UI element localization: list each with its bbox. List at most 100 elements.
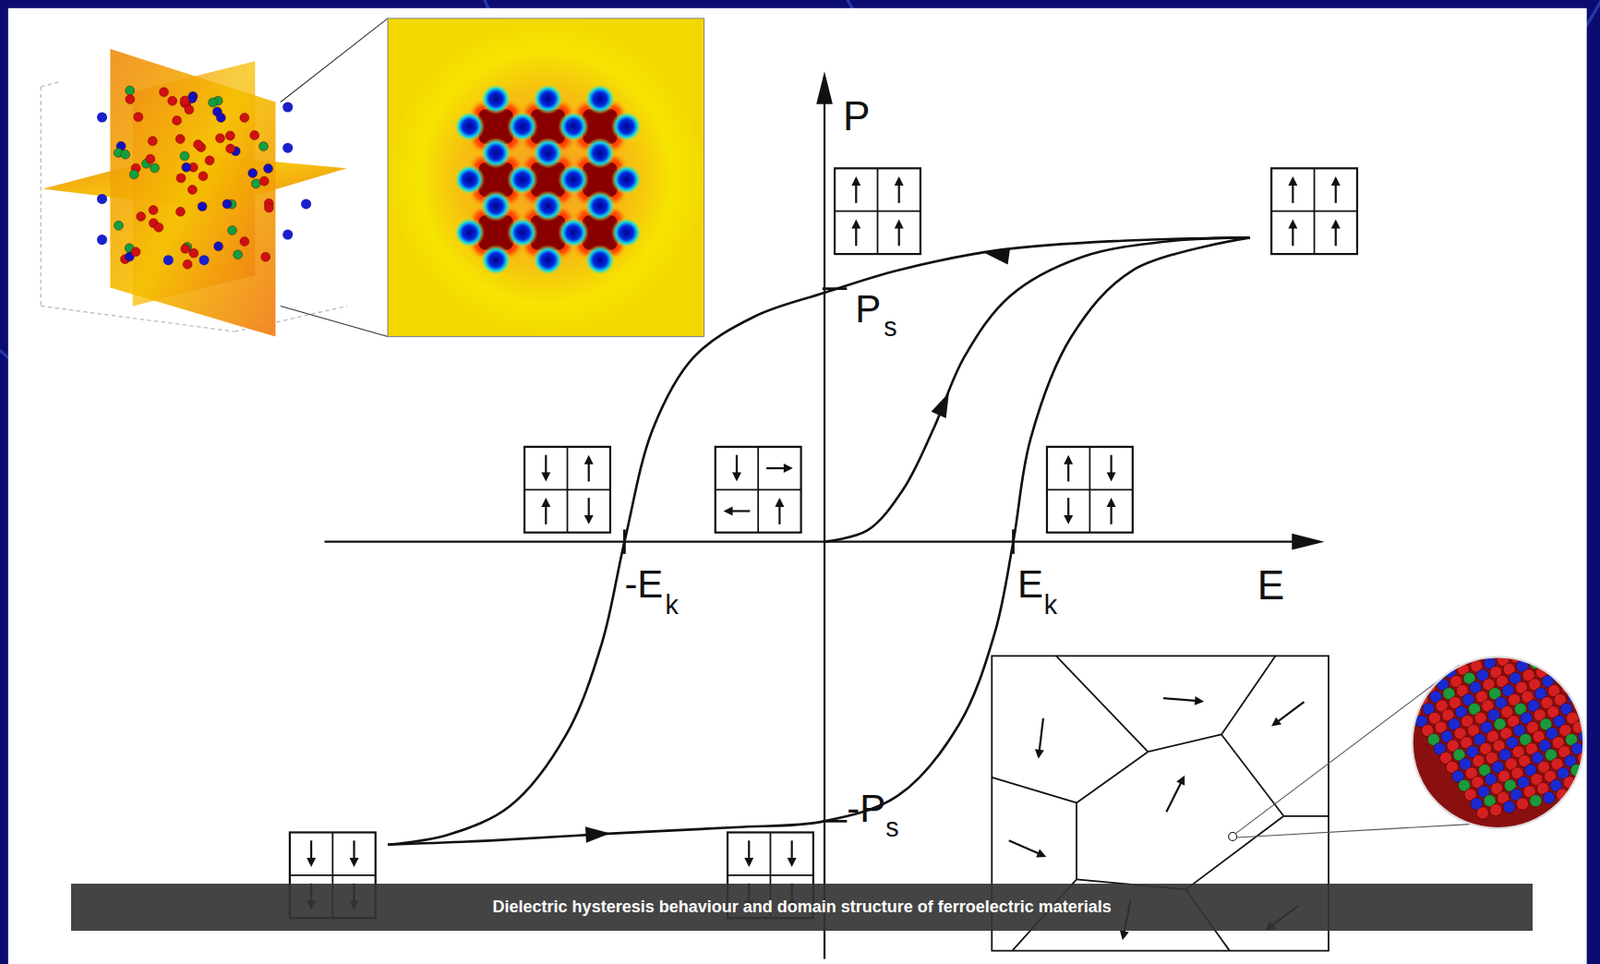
- zoom-atom: [1564, 595, 1577, 608]
- zoom-atom: [1399, 623, 1412, 636]
- e-axis: [324, 541, 1306, 543]
- zoom-atom: [1515, 797, 1528, 810]
- zoom-atom: [1523, 648, 1536, 661]
- zoom-atom: [1484, 635, 1497, 648]
- zoom-atom: [1594, 662, 1600, 675]
- atom-ball: [264, 203, 274, 213]
- atom-ball: [176, 173, 186, 183]
- ion-dot: [506, 216, 538, 248]
- ion-dot: [558, 164, 590, 195]
- zoom-atom: [1424, 660, 1437, 673]
- axis-label: P: [842, 93, 870, 139]
- domain-cell-box: [1271, 168, 1358, 254]
- curve-arrowhead: [931, 392, 950, 419]
- label-holder: k: [665, 591, 679, 619]
- grain-polarization-arrow: [1009, 840, 1041, 855]
- axis-arrowhead: [1291, 533, 1324, 551]
- zoom-atom: [1569, 648, 1582, 661]
- charge-density-map: [387, 18, 705, 337]
- zoom-atom: [1554, 672, 1567, 685]
- polarization-arrow-head: [1063, 455, 1073, 465]
- grain-boundary: [1185, 816, 1284, 891]
- zoom-atom: [1446, 601, 1459, 614]
- polarization-arrow-head: [851, 219, 861, 229]
- zoom-atom: [1596, 641, 1600, 654]
- zoom-atom: [1552, 577, 1565, 590]
- zoom-atom: [1491, 644, 1504, 657]
- zoom-atom: [1453, 611, 1466, 624]
- symbol-label: E: [1017, 562, 1044, 606]
- zoom-atom: [1367, 620, 1380, 633]
- zoom-atom: [1411, 662, 1424, 675]
- zoom-atom: [1583, 760, 1596, 773]
- zoom-atom: [1476, 806, 1489, 819]
- grain-polarization-arrow-head: [1035, 848, 1047, 857]
- polarization-arrow-head: [732, 472, 742, 482]
- domain-divider: [834, 210, 921, 213]
- atom-ball: [251, 179, 261, 189]
- domain-cell-box: [715, 446, 802, 533]
- zoom-atom: [1471, 638, 1484, 651]
- slice-plane: [109, 48, 276, 337]
- zoom-atom: [1524, 625, 1537, 638]
- polarization-arrow-head: [584, 455, 594, 465]
- ion-dot: [454, 110, 485, 142]
- atom-ball: [248, 168, 258, 179]
- zoom-atom: [1551, 620, 1564, 633]
- zoom-atom: [1490, 804, 1503, 817]
- zoom-atom: [1359, 632, 1372, 645]
- polarization-arrow-head: [306, 857, 316, 867]
- zoom-atom: [1404, 674, 1417, 687]
- atom-ball: [168, 96, 178, 106]
- grain-boundary: [1075, 802, 1078, 879]
- zoom-atom: [1519, 595, 1532, 608]
- zoom-atom: [1559, 586, 1572, 599]
- zoom-atom: [1539, 580, 1552, 593]
- zoom-atom: [1582, 644, 1595, 657]
- caption: Dielectric hysteresis behaviour and doma…: [493, 897, 1112, 917]
- label-holder: P: [854, 289, 881, 329]
- zoom-atom: [1563, 616, 1576, 629]
- ion-dot: [584, 84, 615, 115]
- atom-ball: [145, 154, 156, 164]
- label-holder: -E: [624, 565, 663, 604]
- ion-dot: [481, 244, 512, 276]
- domain-cell-box: [524, 446, 611, 533]
- zoom-atom: [1417, 672, 1430, 685]
- zoom-atom: [1413, 620, 1426, 633]
- zoom-atom: [1398, 644, 1411, 657]
- polarization-arrow-head: [783, 463, 794, 473]
- polarization-arrow-head: [894, 219, 904, 229]
- zoom-atom: [1348, 592, 1361, 605]
- grain-polarization-arrow: [1163, 697, 1198, 701]
- atom-ball: [216, 112, 226, 122]
- atom-ball: [159, 87, 169, 97]
- zoom-atom: [1599, 714, 1600, 727]
- atom-ball: [136, 212, 146, 222]
- atom-ball: [96, 193, 108, 205]
- zoom-atom: [1455, 567, 1468, 580]
- ion-dot: [584, 244, 615, 276]
- zoom-atom: [1409, 684, 1422, 697]
- zoom-atom: [1532, 592, 1545, 605]
- zoom-atom: [1444, 644, 1457, 657]
- polarization-arrow-head: [744, 857, 754, 867]
- p-axis: [823, 91, 826, 959]
- zoom-atom: [1447, 580, 1460, 593]
- ion-dot: [532, 244, 564, 276]
- atom-ball: [150, 163, 160, 173]
- atom-ball: [133, 112, 144, 122]
- label-holder: E: [1017, 565, 1044, 604]
- zoom-atom: [1508, 555, 1521, 568]
- atom-ball: [180, 96, 190, 106]
- polarization-arrow-head: [349, 857, 360, 867]
- ion-dot: [611, 164, 642, 195]
- curve-arrowhead: [585, 826, 611, 843]
- atom-ball: [264, 164, 274, 174]
- atom-ball: [180, 243, 191, 253]
- ion-dot: [584, 137, 615, 169]
- subscript: k: [1044, 589, 1058, 620]
- polarization-arrow-head: [541, 497, 551, 507]
- grain-polarization-arrow-head: [1034, 748, 1045, 758]
